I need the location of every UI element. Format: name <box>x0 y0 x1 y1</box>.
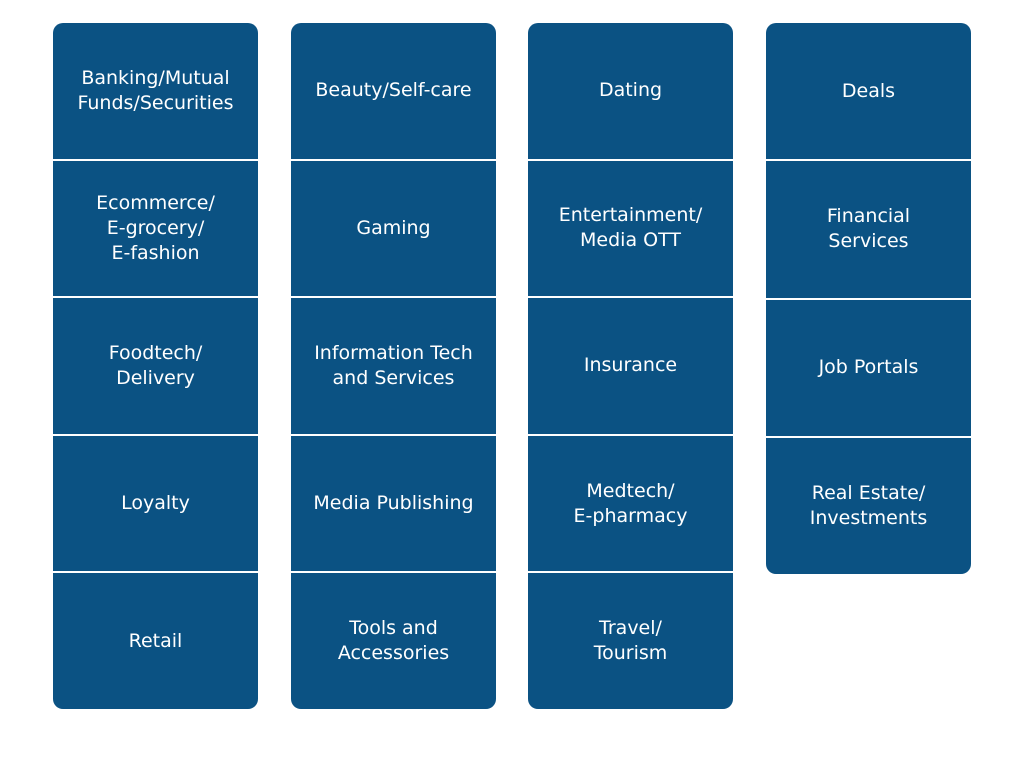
category-cell-deals: Deals <box>766 23 971 162</box>
category-cell-banking: Banking/Mutual Funds/Securities <box>53 23 258 161</box>
category-label: Deals <box>841 79 896 102</box>
category-label: Gaming <box>356 216 431 239</box>
category-cell-travel: Travel/ Tourism <box>528 573 733 709</box>
category-label: Job Portals <box>818 356 919 379</box>
category-label: Tools and Accessories <box>337 617 450 665</box>
category-cell-information-tech: Information Tech and Services <box>291 298 496 436</box>
category-label: Beauty/Self-care <box>315 79 472 102</box>
category-cell-loyalty: Loyalty <box>53 436 258 574</box>
category-label: Retail <box>128 629 183 652</box>
category-cell-media-publishing: Media Publishing <box>291 436 496 574</box>
category-label: Foodtech/ Delivery <box>108 341 203 389</box>
category-label: Information Tech and Services <box>314 341 473 389</box>
category-column-4: Deals Financial Services Job Portals Rea… <box>766 23 971 574</box>
category-label: Loyalty <box>121 492 190 515</box>
category-cell-gaming: Gaming <box>291 161 496 299</box>
category-cell-entertainment: Entertainment/ Media OTT <box>528 161 733 299</box>
category-column-2: Beauty/Self-care Gaming Information Tech… <box>291 23 496 709</box>
category-label: Real Estate/ Investments <box>809 481 928 529</box>
category-cell-ecommerce: Ecommerce/ E-grocery/ E-fashion <box>53 161 258 299</box>
category-cell-real-estate: Real Estate/ Investments <box>766 438 971 574</box>
category-cell-retail: Retail <box>53 573 258 709</box>
category-cell-financial-services: Financial Services <box>766 161 971 300</box>
category-label: Entertainment/ Media OTT <box>558 204 703 252</box>
category-cell-dating: Dating <box>528 23 733 161</box>
category-cell-tools: Tools and Accessories <box>291 573 496 709</box>
category-label: Dating <box>598 79 663 102</box>
category-column-1: Banking/Mutual Funds/Securities Ecommerc… <box>53 23 258 709</box>
category-label: Media Publishing <box>313 492 474 515</box>
category-label: Banking/Mutual Funds/Securities <box>77 66 234 114</box>
category-column-3: Dating Entertainment/ Media OTT Insuranc… <box>528 23 733 709</box>
category-label: Ecommerce/ E-grocery/ E-fashion <box>96 191 215 264</box>
category-cell-beauty: Beauty/Self-care <box>291 23 496 161</box>
category-label: Insurance <box>583 354 678 377</box>
category-cell-job-portals: Job Portals <box>766 300 971 438</box>
category-cell-foodtech: Foodtech/ Delivery <box>53 298 258 436</box>
category-label: Financial Services <box>826 205 911 253</box>
category-label: Medtech/ E-pharmacy <box>573 479 688 527</box>
category-label: Travel/ Tourism <box>593 617 668 665</box>
category-cell-insurance: Insurance <box>528 298 733 436</box>
category-cell-medtech: Medtech/ E-pharmacy <box>528 436 733 574</box>
